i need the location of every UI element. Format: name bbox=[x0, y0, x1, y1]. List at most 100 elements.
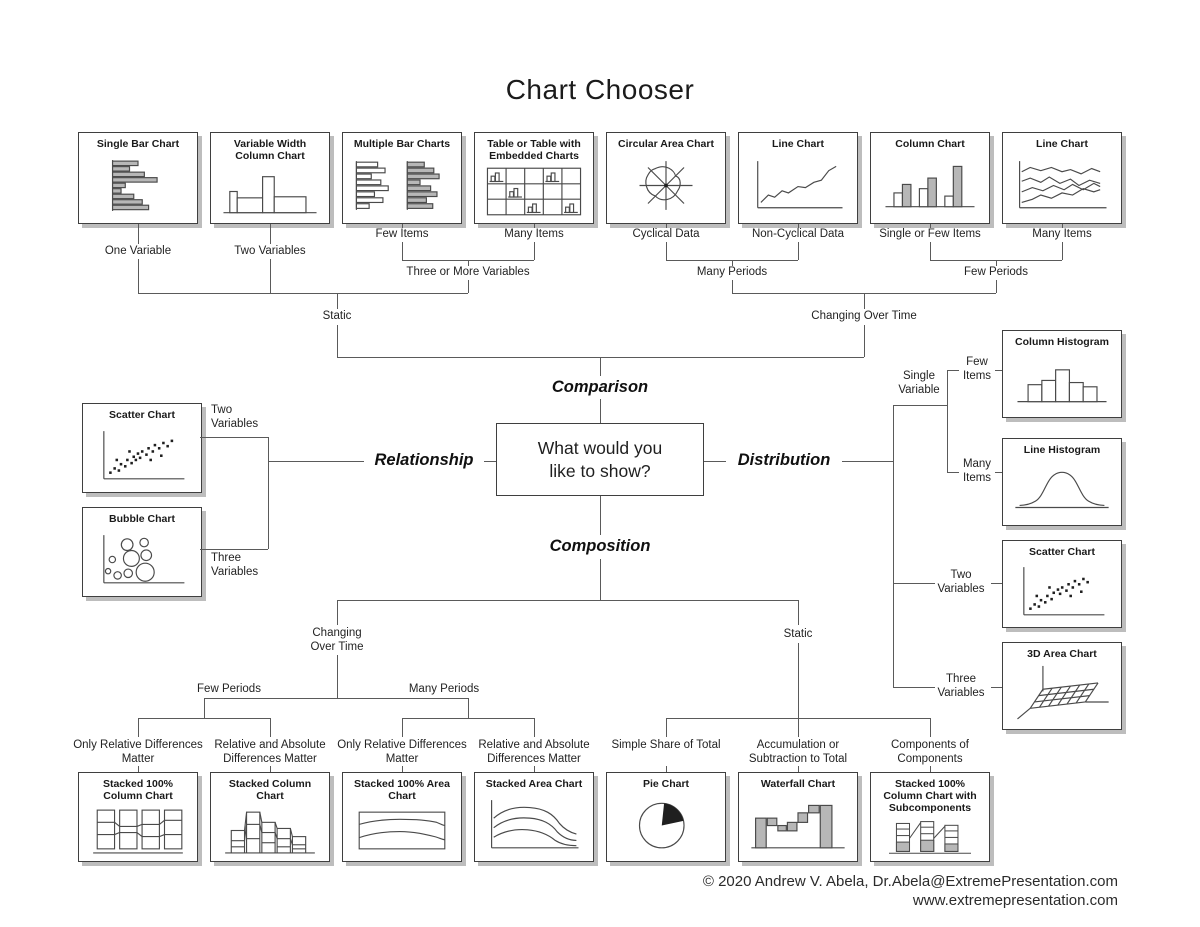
chart-title: Variable Width Column Chart bbox=[233, 138, 307, 162]
chart-box-stacked-100-column-chart: Stacked 100% Column Chart bbox=[78, 772, 198, 862]
column-histogram-icon bbox=[1017, 369, 1107, 403]
chart-box-line-histogram: Line Histogram bbox=[1002, 438, 1122, 526]
condition-relative-absolute-1: Relative and Absolute Differences Matter bbox=[214, 739, 326, 765]
chart-box-column-chart: Column Chart bbox=[870, 132, 990, 224]
chart-box-scatter-chart: Scatter Chart bbox=[82, 403, 202, 493]
connector-line bbox=[600, 496, 601, 535]
connector-line bbox=[200, 437, 268, 438]
connector-line bbox=[798, 766, 799, 772]
label-many-items-dist: Many Items bbox=[962, 458, 992, 484]
chart-title: Column Histogram bbox=[1015, 336, 1109, 348]
condition-few-items: Few Items bbox=[375, 228, 429, 240]
scatter-chart-icon bbox=[103, 431, 185, 480]
connector-line bbox=[270, 718, 271, 737]
chart-box-waterfall-chart: Waterfall Chart bbox=[738, 772, 858, 862]
connector-line bbox=[930, 224, 931, 228]
condition-accumulation: Accumulation or Subtraction to Total bbox=[748, 739, 848, 765]
connector-line bbox=[991, 583, 1002, 584]
connector-line bbox=[534, 242, 535, 260]
connector-line bbox=[666, 718, 667, 737]
condition-relative-absolute-2: Relative and Absolute Differences Matter bbox=[478, 739, 590, 765]
copyright-line-2: www.extremepresentation.com bbox=[912, 892, 1118, 909]
connector-line bbox=[798, 718, 799, 737]
chart-box-single-bar-chart: Single Bar Chart bbox=[78, 132, 198, 224]
chart-box-circular-area-chart: Circular Area Chart bbox=[606, 132, 726, 224]
connector-line bbox=[798, 643, 799, 718]
connector-line bbox=[468, 698, 469, 718]
connector-line bbox=[732, 260, 733, 266]
multiple-bar-charts-icon bbox=[355, 161, 440, 210]
question-line-1: What would you bbox=[537, 437, 663, 458]
connector-line bbox=[1062, 224, 1063, 228]
chart-title: Stacked 100% Column Chart with Subcompon… bbox=[883, 778, 977, 814]
chart-title: Line Chart bbox=[772, 138, 824, 150]
condition-two-variables: Two Variables bbox=[234, 245, 306, 257]
chart-title: Stacked Area Chart bbox=[485, 778, 583, 790]
single-bar-chart-icon bbox=[111, 160, 158, 211]
connector-line bbox=[268, 461, 364, 462]
connector-line bbox=[600, 357, 601, 376]
connector-line bbox=[534, 224, 535, 228]
condition-cyclical-data: Cyclical Data bbox=[632, 228, 700, 240]
chart-title: Stacked 100% Area Chart bbox=[354, 778, 450, 802]
chart-title: Line Histogram bbox=[1023, 444, 1101, 456]
connector-line bbox=[947, 370, 959, 371]
connector-line bbox=[996, 260, 997, 266]
chart-title: Circular Area Chart bbox=[618, 138, 714, 150]
connector-line bbox=[337, 293, 338, 309]
chart-box-stacked-100-area-chart: Stacked 100% Area Chart bbox=[342, 772, 462, 862]
connector-line bbox=[337, 655, 338, 698]
connector-line bbox=[798, 224, 799, 228]
variable-width-column-chart-icon bbox=[223, 176, 317, 214]
connector-line bbox=[138, 718, 270, 719]
chart-title: Multiple Bar Charts bbox=[353, 138, 451, 150]
chart-title: Stacked Column Chart bbox=[228, 778, 312, 802]
connector-line bbox=[138, 718, 139, 737]
condition-components: Components of Components bbox=[891, 739, 969, 765]
connector-line bbox=[666, 242, 667, 260]
connector-line bbox=[893, 405, 894, 687]
connector-line bbox=[1062, 242, 1063, 260]
scatter-chart-icon bbox=[1023, 567, 1105, 616]
connector-line bbox=[991, 687, 1002, 688]
connector-line bbox=[484, 461, 496, 462]
connector-line bbox=[600, 399, 601, 423]
chart-box-stacked-100-column-subcomponents: Stacked 100% Column Chart with Subcompon… bbox=[870, 772, 990, 862]
label-two-variables-dist: Two Variables bbox=[937, 569, 985, 595]
connector-line bbox=[947, 472, 959, 473]
chart-box-pie-chart: Pie Chart bbox=[606, 772, 726, 862]
chart-title: Column Chart bbox=[895, 138, 965, 150]
connector-line bbox=[204, 698, 468, 699]
connector-line bbox=[534, 718, 535, 737]
connector-line bbox=[138, 766, 139, 772]
label-few-items-dist: Few Items bbox=[962, 356, 992, 382]
connector-line bbox=[138, 293, 468, 294]
chart-title: Bubble Chart bbox=[109, 513, 175, 525]
branch-relationship: Relationship bbox=[374, 451, 474, 469]
chart-title: Pie Chart bbox=[642, 778, 690, 790]
connector-line bbox=[402, 718, 403, 737]
connector-line bbox=[666, 224, 667, 228]
connector-line bbox=[200, 549, 268, 550]
connector-line bbox=[930, 718, 931, 737]
chart-title: Table or Table with Embedded Charts bbox=[487, 138, 581, 162]
connector-line bbox=[947, 370, 948, 472]
connector-line bbox=[138, 259, 139, 293]
connector-line bbox=[402, 224, 403, 228]
copyright-footer: © 2020 Andrew V. Abela, Dr.Abela@Extreme… bbox=[498, 872, 1118, 910]
condition-one-variable: One Variable bbox=[104, 245, 172, 257]
connector-line bbox=[402, 718, 534, 719]
label-single-variable: Single Variable bbox=[898, 370, 940, 396]
connector-line bbox=[798, 242, 799, 260]
stacked-100-area-chart-icon bbox=[358, 811, 446, 850]
connector-line bbox=[666, 766, 667, 772]
condition-single-or-few-items: Single or Few Items bbox=[879, 228, 981, 240]
column-chart-icon bbox=[885, 165, 975, 208]
connector-line bbox=[704, 461, 726, 462]
connector-line bbox=[893, 687, 935, 688]
connector-line bbox=[995, 370, 1002, 371]
connector-line bbox=[995, 472, 1002, 473]
connector-line bbox=[930, 242, 931, 260]
chart-title: Scatter Chart bbox=[1029, 546, 1095, 558]
